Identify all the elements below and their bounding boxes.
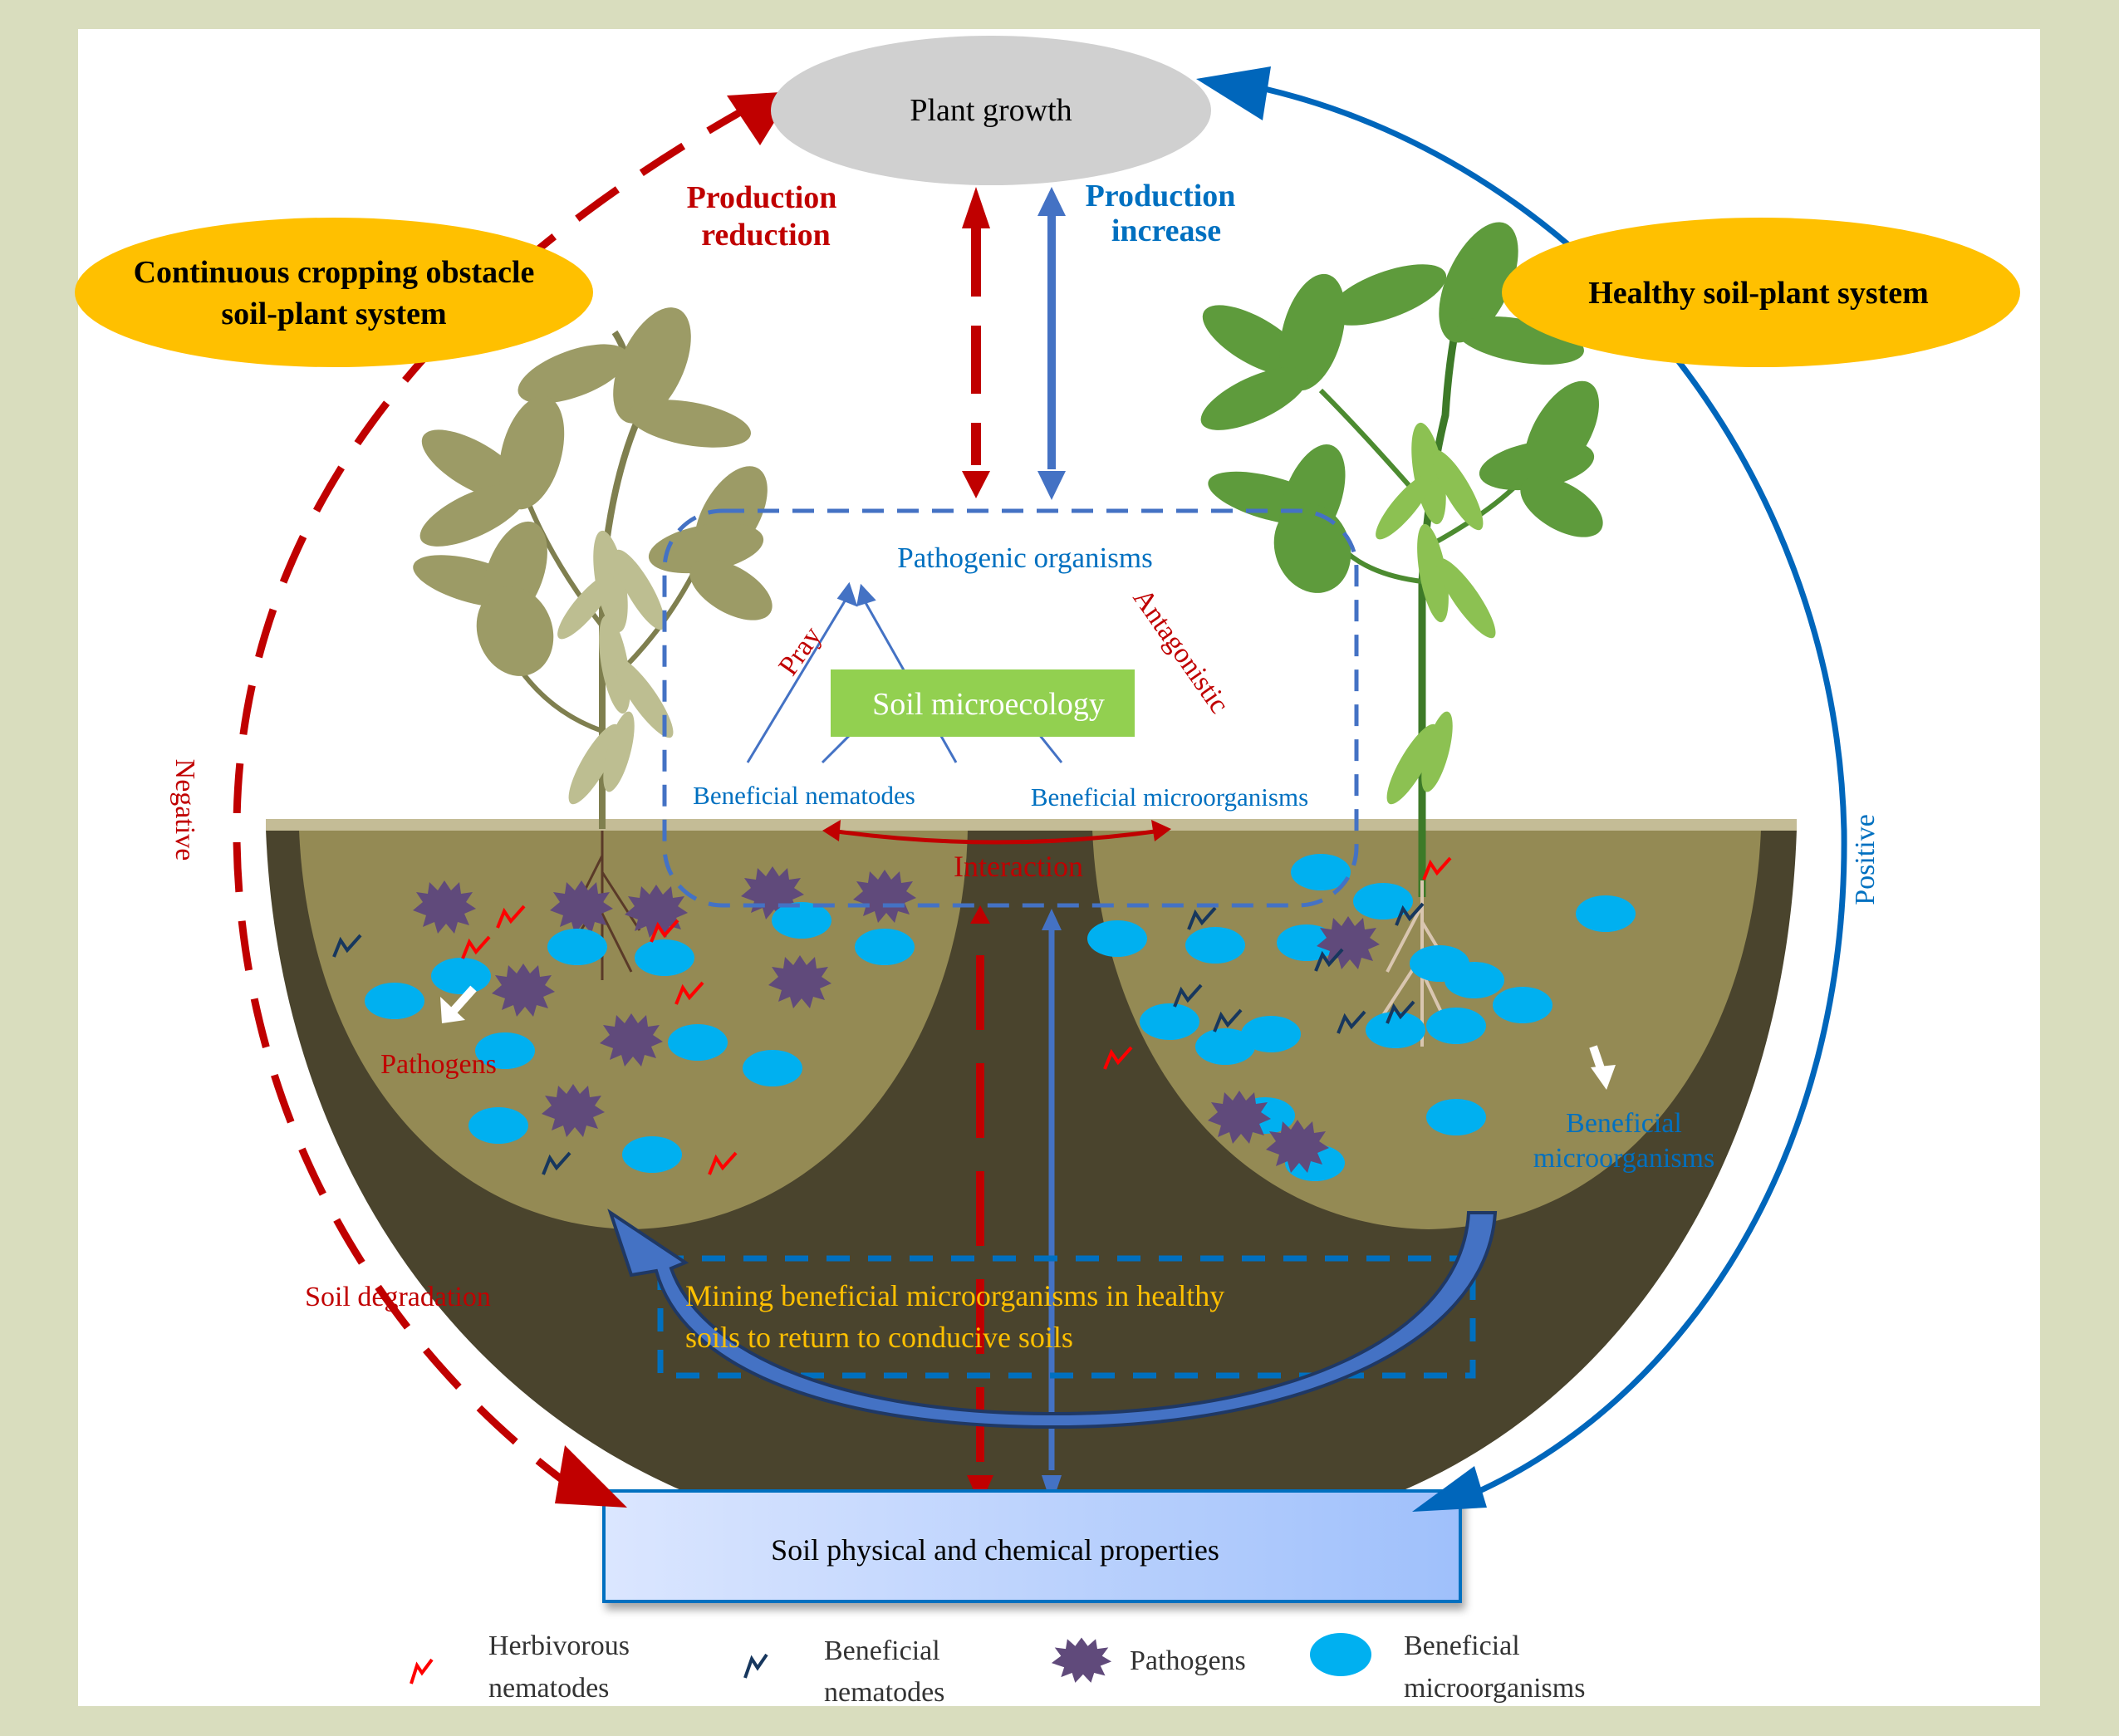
plant-growth-label: Plant growth — [910, 93, 1072, 128]
legend-label: microorganisms — [1404, 1673, 1585, 1704]
beneficial-microorganism-icon — [635, 939, 694, 976]
beneficial-microorganism-icon — [772, 902, 831, 939]
production-reduction-arrow — [962, 187, 990, 498]
beneficial-microorganism-icon — [1087, 920, 1147, 957]
beneficial-microorganism-icon — [668, 1024, 728, 1061]
mining-label-2: soils to return to conducive soils — [685, 1321, 1073, 1354]
beneficial-microorganism-icon — [1353, 883, 1413, 919]
soil-microecology-label: Soil microecology — [872, 687, 1105, 722]
beneficial-nematode-icon — [743, 1653, 768, 1679]
beneficial-microorganism-icon — [1493, 987, 1552, 1023]
positive-label: Positive — [1850, 814, 1881, 905]
legend: Herbivorous nematodes Beneficial nematod… — [410, 1631, 1585, 1708]
beneficial-nematodes-label: Beneficial nematodes — [693, 781, 915, 810]
pathogens-callout-arrow — [440, 985, 477, 1023]
soil-properties-box — [602, 1489, 1462, 1603]
legend-label: Pathogens — [1130, 1645, 1246, 1676]
mining-dashed-box — [657, 1255, 1476, 1379]
beneficial-microorganism-icon — [365, 983, 424, 1019]
negative-feedback-arc — [233, 105, 750, 1494]
positive-feedback-arc — [1237, 80, 1847, 1498]
beneficial-microorganism-icon — [1140, 1003, 1199, 1040]
beneficial-microorganism-icon — [1445, 962, 1504, 998]
beneficial-microorganism-icon — [1366, 1012, 1425, 1048]
right-system-label: Healthy soil-plant system — [1588, 276, 1929, 311]
left-system-node — [75, 218, 593, 367]
legend-label: nematodes — [824, 1677, 944, 1708]
beneficial-microorganism-icon — [1576, 895, 1636, 932]
legend-label: Herbivorous — [488, 1631, 630, 1661]
production-reduction-label-2: reduction — [701, 218, 831, 253]
production-increase-arrow — [1037, 187, 1066, 500]
beneficial-microorganism-icon — [547, 929, 607, 965]
beneficial-microorganism-icon — [743, 1050, 802, 1086]
transfer-u-arrow — [607, 1209, 1498, 1430]
microecology-dashed-box — [662, 508, 1359, 908]
soil-surface — [266, 819, 1797, 831]
herbivorous-nematode-icon — [410, 1658, 434, 1685]
left-system-label-2: soil-plant system — [221, 297, 446, 331]
pathogenic-organisms-label: Pathogenic organisms — [897, 542, 1153, 574]
legend-item-beneficial-nematodes: Beneficial nematodes — [743, 1635, 944, 1708]
soil-properties-label: Soil physical and chemical properties — [771, 1533, 1219, 1567]
interaction-label: Interaction — [954, 850, 1083, 883]
beneficial-microorganisms-label: Beneficial microorganisms — [1031, 782, 1308, 812]
positive-arrowhead-top — [1196, 66, 1271, 120]
beneficial-microorganism-icon — [1185, 927, 1245, 964]
soil-degradation-label: Soil degradation — [305, 1282, 491, 1312]
legend-item-herbivorous-nematodes: Herbivorous nematodes — [410, 1631, 630, 1704]
unhealthy-soybean-plant — [413, 307, 773, 980]
beneficial-microorganism-icon — [855, 929, 915, 965]
right-system-node — [1502, 218, 2020, 367]
interaction-arrow — [822, 820, 1171, 845]
legend-label: Beneficial — [824, 1635, 940, 1666]
beneficial-microorganism-icon — [622, 1136, 682, 1173]
pathogens-callout-label: Pathogens — [380, 1049, 497, 1080]
negative-arrowhead-bottom — [555, 1445, 627, 1508]
plant-growth-node — [771, 36, 1211, 185]
left-system-label-1: Continuous cropping obstacle — [134, 255, 535, 290]
beneficial-microorganism-icon — [1426, 1008, 1486, 1044]
beneficial-microorganism-icon — [1241, 1016, 1301, 1052]
production-increase-label-1: Production — [1086, 179, 1236, 213]
beneficial-microorganism-icon — [1426, 1099, 1486, 1135]
beneficial-microorganism-icon — [468, 1107, 528, 1144]
negative-label: Negative — [169, 759, 200, 861]
legend-label: nematodes — [488, 1673, 609, 1704]
legend-label: Beneficial — [1404, 1631, 1520, 1661]
legend-item-beneficial-microorganisms: Beneficial microorganisms — [1310, 1631, 1585, 1704]
beneficial-microorganism-icon — [431, 958, 491, 994]
microorganisms-callout-arrow — [1589, 1045, 1616, 1090]
production-reduction-label-1: Production — [687, 180, 837, 215]
mining-label-1: Mining beneficial microorganisms in heal… — [685, 1279, 1224, 1312]
production-increase-label-2: increase — [1111, 213, 1221, 248]
beneficial-microorganism-icon — [1310, 1633, 1371, 1676]
beneficial-microorganisms-callout-2: microorganisms — [1533, 1143, 1714, 1174]
positive-arrowhead-bottom — [1412, 1466, 1487, 1512]
soil-microecology-box — [831, 669, 1135, 737]
beneficial-microorganisms-callout-1: Beneficial — [1566, 1108, 1682, 1139]
legend-item-pathogens: Pathogens — [1051, 1637, 1246, 1683]
